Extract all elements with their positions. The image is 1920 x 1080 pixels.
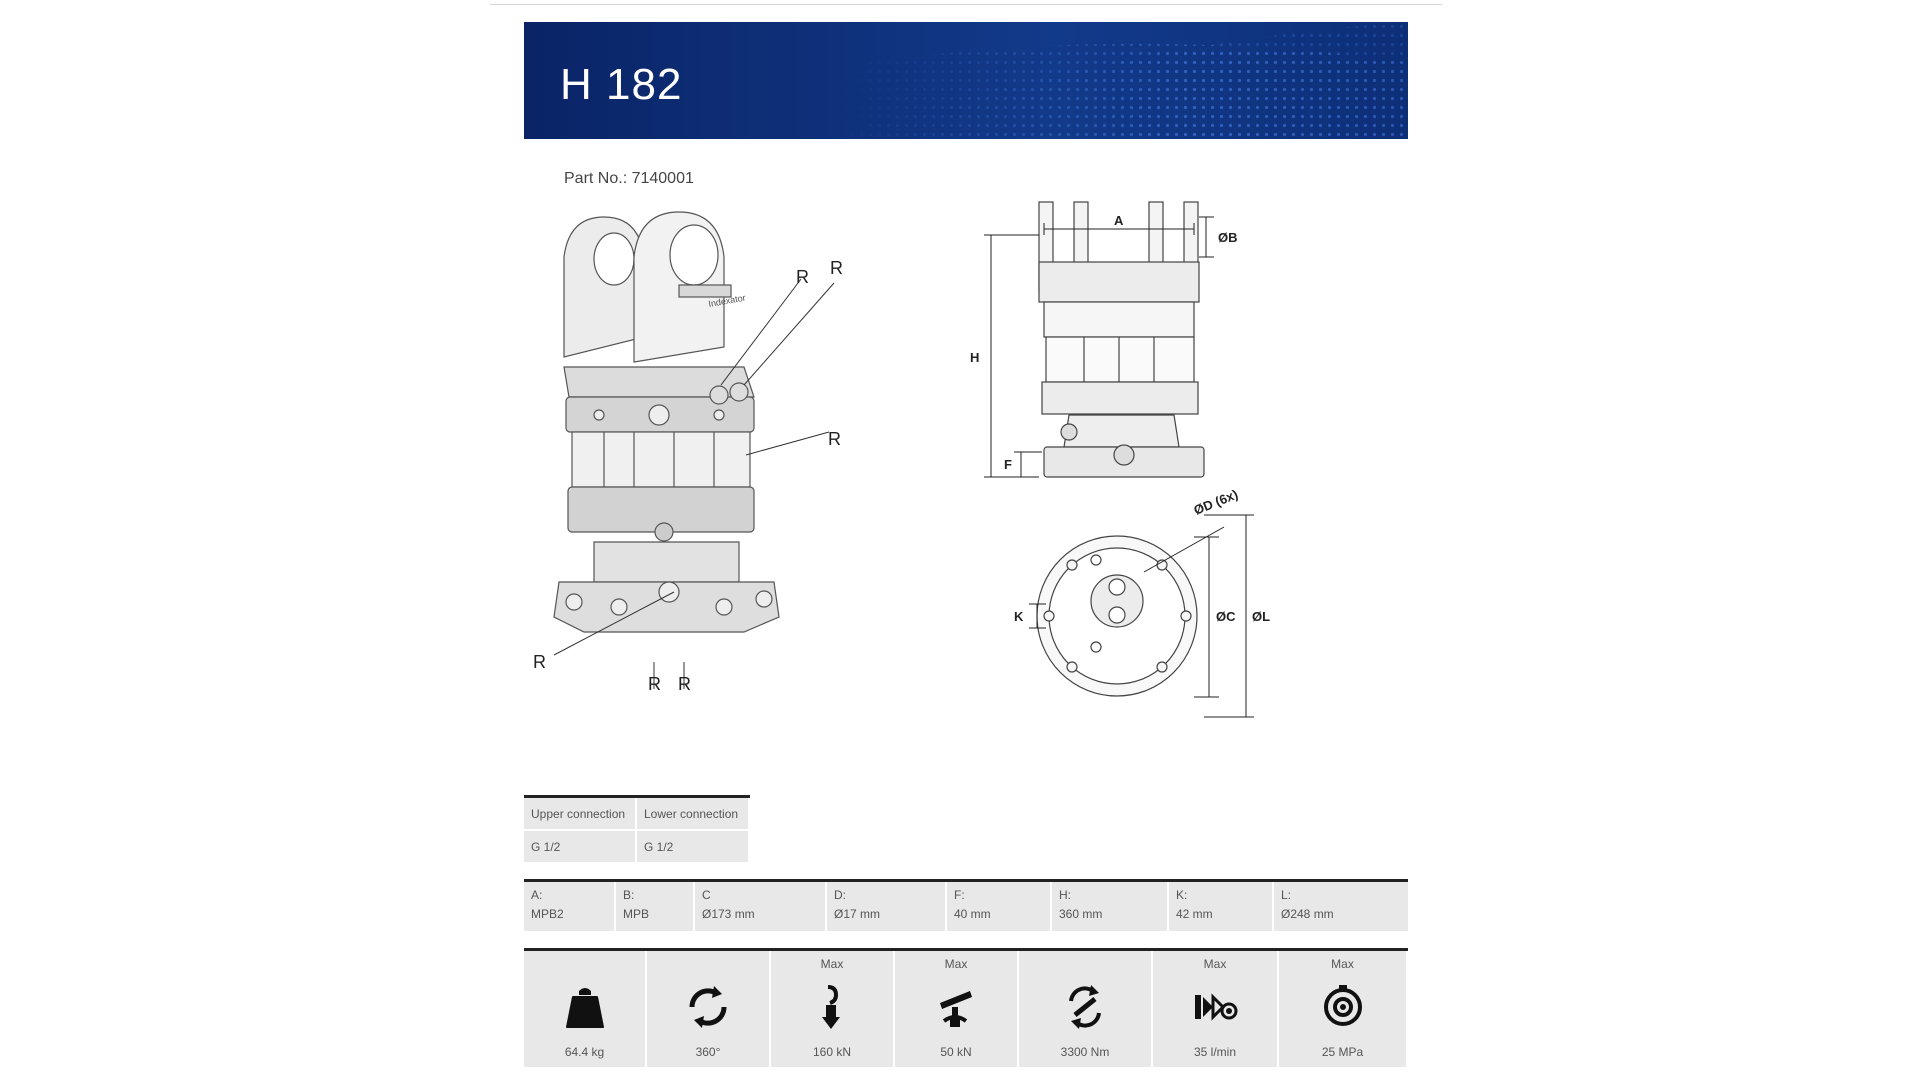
torque-icon bbox=[1069, 985, 1101, 1029]
port-label-r: R bbox=[828, 429, 841, 449]
upper-connection-header: Upper connection bbox=[524, 798, 637, 831]
lower-connection-value: G 1/2 bbox=[637, 831, 750, 864]
oil-flow-icon bbox=[1195, 993, 1238, 1021]
title-banner: H 182 bbox=[524, 22, 1408, 139]
dim-label-d: ØD (6x) bbox=[1192, 487, 1240, 518]
technical-drawing: Indexator R R R R R R bbox=[533, 201, 1270, 718]
port-label-r: R bbox=[533, 652, 546, 672]
dimension-cell: H:360 mm bbox=[1052, 882, 1169, 931]
dim-label-a: A bbox=[1114, 213, 1124, 228]
side-dimension-lines bbox=[984, 216, 1214, 478]
spec-torque: 3300 Nm bbox=[1019, 951, 1153, 1067]
port-label-r: R bbox=[796, 267, 809, 287]
port-label-r: R bbox=[830, 258, 843, 278]
top-divider bbox=[490, 4, 1442, 5]
dim-label-b: ØB bbox=[1218, 230, 1238, 245]
weight-icon bbox=[565, 988, 604, 1028]
dimension-cell: L:Ø248 mm bbox=[1274, 882, 1408, 931]
banner-pattern bbox=[524, 22, 1408, 139]
port-leaders bbox=[553, 278, 835, 689]
product-title: H 182 bbox=[560, 60, 683, 109]
bottom-dimension-lines bbox=[1029, 514, 1254, 718]
spec-rotation: 360° bbox=[647, 951, 771, 1067]
spec-oil-flow: Max 35 l/min bbox=[1153, 951, 1279, 1067]
part-number: Part No.: 7140001 bbox=[564, 170, 694, 187]
dimension-cell: B:MPB bbox=[616, 882, 695, 931]
dim-label-h: H bbox=[970, 350, 979, 365]
bottom-view bbox=[1036, 535, 1198, 697]
table-row: G 1/2 G 1/2 bbox=[524, 831, 750, 864]
pressure-icon bbox=[1323, 985, 1362, 1026]
product-sheet: H 182 Part No.: 7140001 bbox=[524, 22, 1408, 1072]
spec-static-load: Max 160 kN bbox=[771, 951, 895, 1067]
spec-dynamic-load: Max 50 kN bbox=[895, 951, 1019, 1067]
lower-connection-header: Lower connection bbox=[637, 798, 750, 831]
port-label-r: R bbox=[678, 674, 691, 694]
port-label-r: R bbox=[648, 674, 661, 694]
dimension-cell: A:MPB2 bbox=[524, 882, 616, 931]
dim-label-c: ØC bbox=[1216, 609, 1236, 624]
specifications-table: 64.4 kg 360° Max 160 kN Max bbox=[524, 948, 1408, 1067]
table-row: Upper connection Lower connection bbox=[524, 798, 750, 831]
dimension-cell: D:Ø17 mm bbox=[827, 882, 947, 931]
spec-pressure: Max 25 MPa bbox=[1279, 951, 1406, 1067]
static-load-icon bbox=[822, 985, 840, 1029]
dim-label-k: K bbox=[1014, 609, 1024, 624]
dynamic-load-icon bbox=[940, 991, 972, 1027]
dim-label-l: ØL bbox=[1252, 609, 1270, 624]
side-view bbox=[1038, 201, 1205, 478]
rotation-icon bbox=[689, 986, 727, 1028]
dim-label-f: F bbox=[1004, 457, 1012, 472]
upper-connection-value: G 1/2 bbox=[524, 831, 637, 864]
rotator-3d-view bbox=[553, 211, 780, 633]
dimension-cell: K:42 mm bbox=[1169, 882, 1274, 931]
spec-weight: 64.4 kg bbox=[524, 951, 647, 1067]
connections-table: Upper connection Lower connection G 1/2 … bbox=[524, 795, 750, 864]
dimension-cell: F:40 mm bbox=[947, 882, 1052, 931]
